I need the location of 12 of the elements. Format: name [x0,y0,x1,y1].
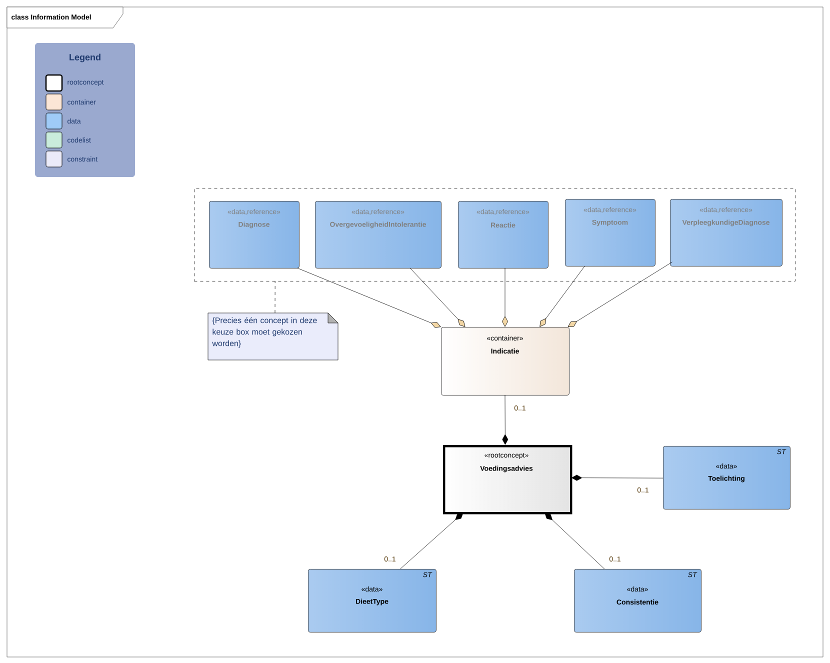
choice-box [194,188,796,282]
association-line [540,266,585,327]
association-line [544,512,605,570]
association-line [572,474,664,481]
association-line [410,268,466,327]
association-line [502,394,508,445]
note-link [274,280,276,314]
note-box: {Precies één concept in deze keuze box moet gekozen worden} [208,312,338,360]
association-line [568,262,672,327]
association-line [502,268,508,327]
association-line [297,268,441,328]
association-line [400,512,464,570]
